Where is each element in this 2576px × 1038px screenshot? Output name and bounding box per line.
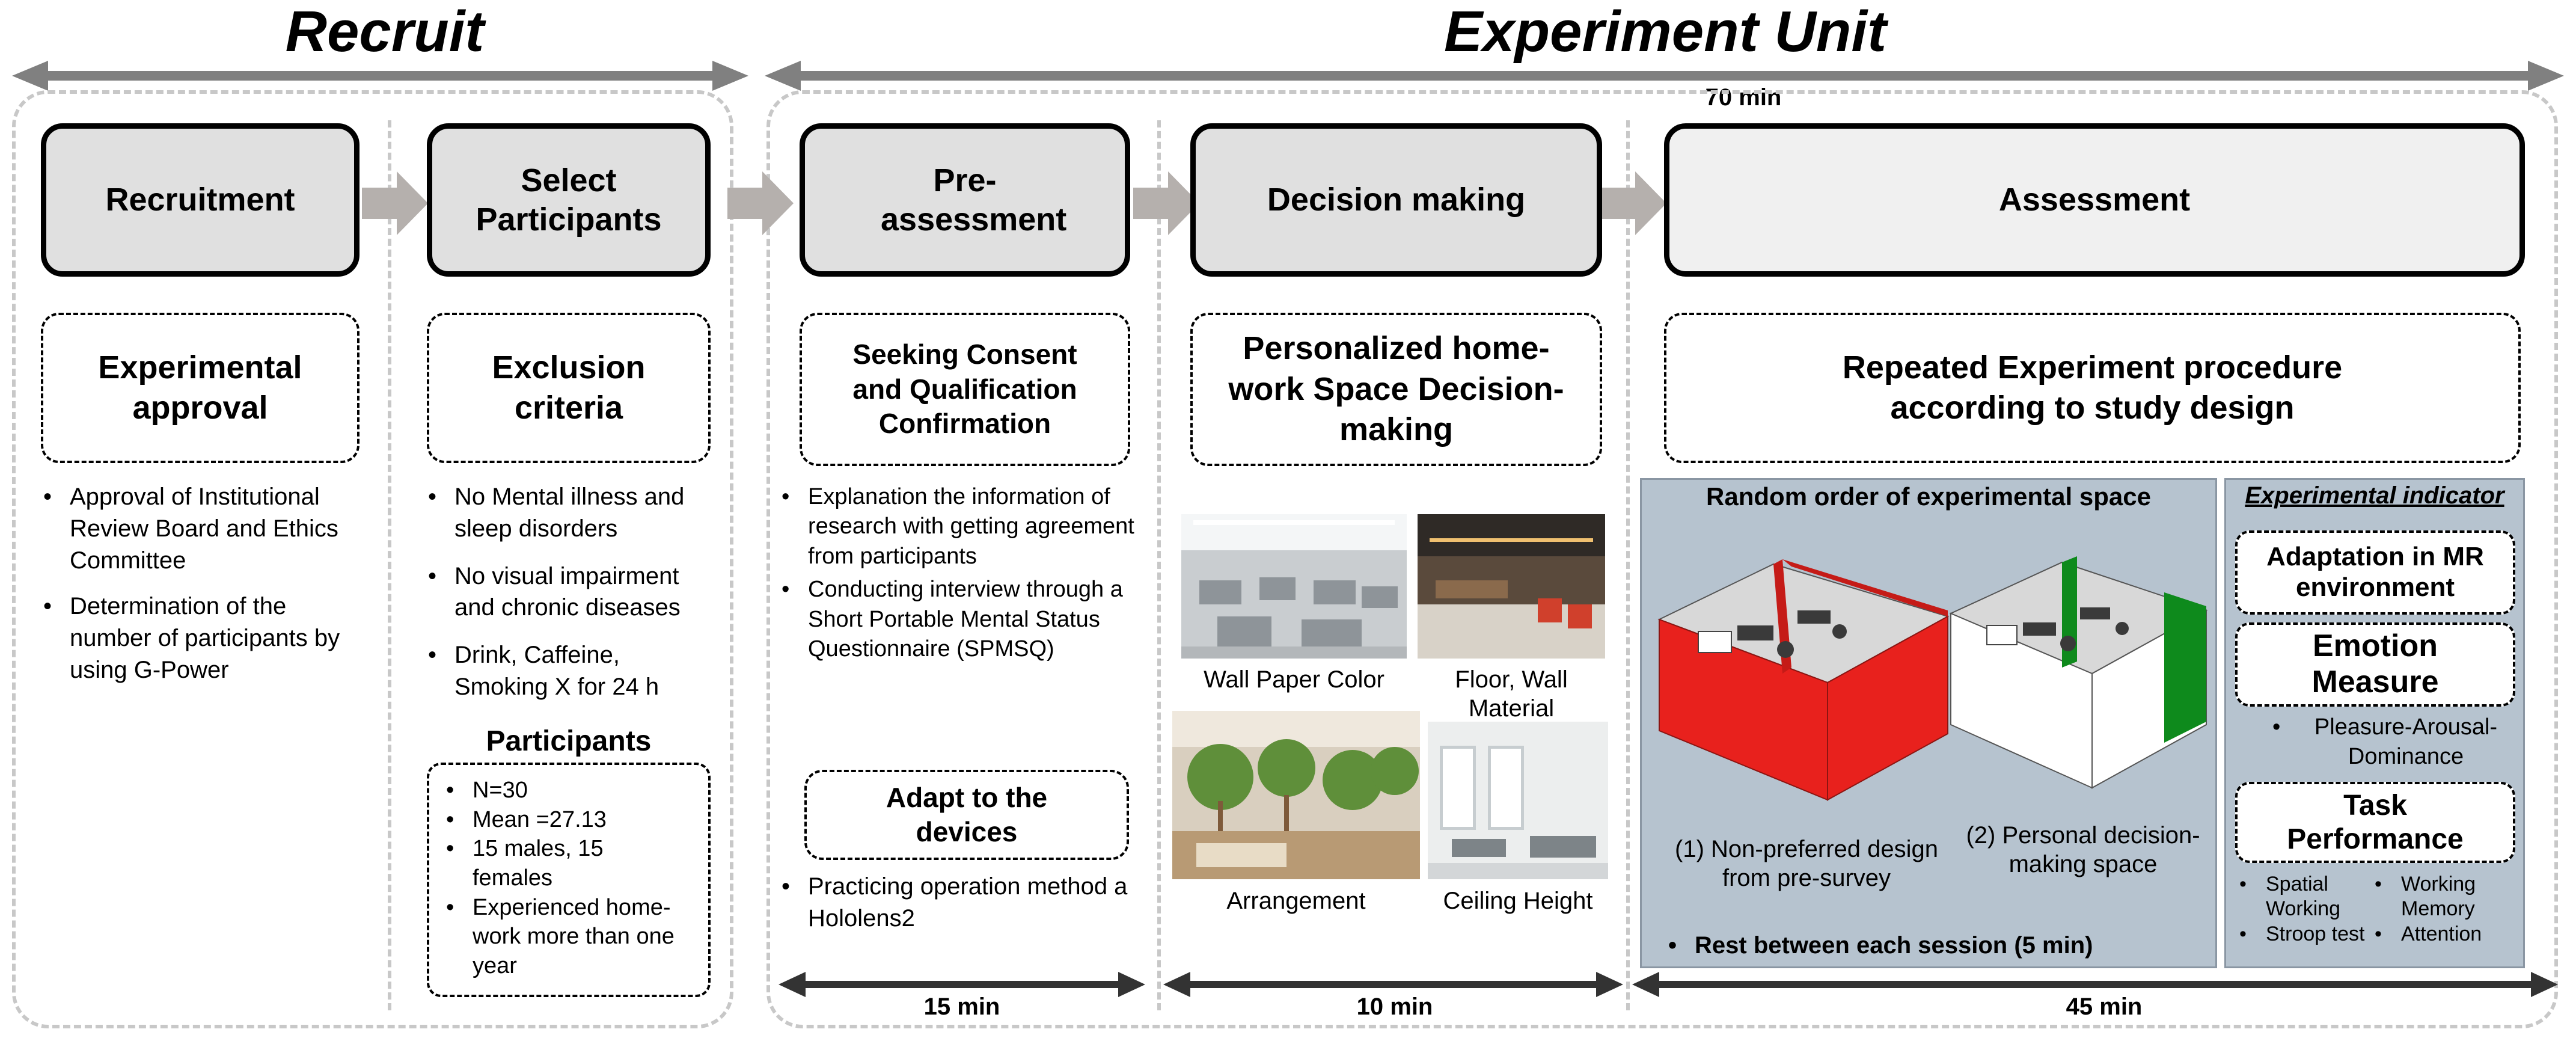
repeated-procedure-box: Repeated Experiment procedure according … — [1664, 313, 2521, 463]
duration-arrows — [779, 972, 2558, 997]
photo-caption: Ceiling Height — [1443, 888, 1593, 914]
rest-note: Rest between each session (5 min) — [1668, 932, 2209, 959]
recruitment-bullet: Approval of Institutional Review Board a… — [43, 481, 356, 576]
stage-recruitment: Recruitment — [41, 123, 359, 277]
stage-assessment: Assessment — [1664, 123, 2525, 277]
recruit-span-arrow — [12, 61, 748, 91]
indicator-title: Experimental indicator — [2245, 482, 2504, 509]
flow-arrow-3 — [1133, 171, 1199, 235]
stage-decision-making: Decision making — [1190, 123, 1602, 277]
pre-assessment-duration: 15 min — [923, 993, 1000, 1020]
office-photo-icon — [1181, 514, 1407, 659]
photo-caption: Floor, Wall Material — [1455, 666, 1568, 722]
room-non-preferred — [1657, 559, 1950, 801]
task-bullet: Attention — [2375, 922, 2519, 947]
participants-item: N=30 — [446, 776, 687, 805]
participants-title: Participants — [486, 725, 652, 757]
consent-box: Seeking Consent and Qualification Confir… — [800, 313, 1130, 466]
stage-pre-assessment-label: Pre-assessment — [881, 162, 1067, 238]
assessment-duration-arrow — [1632, 972, 2558, 997]
section-arrows — [12, 61, 2564, 91]
recruit-region — [12, 90, 733, 1028]
adapt-bullet: Practicing operation method a Hololens2 — [782, 871, 1148, 935]
task-bullets-left: Spatial Working Stroop test — [2239, 872, 2378, 947]
task-bullet: Stroop test — [2239, 922, 2378, 947]
adapt-devices-box: Adapt to the devices — [804, 770, 1129, 860]
room-personal — [1949, 556, 2208, 789]
task-bullet: Working Memory — [2375, 872, 2519, 922]
stage-decision-making-label: Decision making — [1267, 182, 1526, 218]
experimental-approval-box: Experimental approval — [41, 313, 359, 463]
pre-assessment-duration-arrow — [779, 972, 1145, 997]
stage-pre-assessment: Pre-assessment — [800, 123, 1130, 277]
repeated-procedure-text: Repeated Experiment procedure according … — [1842, 349, 2343, 426]
stage-select-label: Select Participants — [476, 162, 662, 238]
adapt-devices-text: Adapt to the devices — [886, 781, 1048, 848]
recruitment-bullet: Determination of the number of participa… — [43, 591, 356, 686]
recruitment-bullets: Approval of Institutional Review Board a… — [43, 481, 356, 686]
assessment-duration: 45 min — [2066, 993, 2143, 1020]
flow-arrow-1 — [362, 171, 428, 235]
total-duration-label: 70 min — [1705, 84, 1782, 111]
photo-caption: Wall Paper Color — [1204, 666, 1384, 693]
experimental-rooms-graphic — [1657, 556, 2208, 801]
exclusion-bullet: No Mental illness and sleep disorders — [428, 481, 711, 545]
exclusion-bullet: Drink, Caffeine, Smoking X for 24 h — [428, 639, 711, 703]
consent-text: Seeking Consent and Qualification Confir… — [852, 339, 1077, 440]
random-order-title: Random order of experimental space — [1706, 482, 2151, 511]
stage-select-participants: Select Participants — [427, 123, 711, 277]
restaurant-photo-icon — [1418, 514, 1605, 659]
adaptation-box: Adaptation in MR environment — [2235, 530, 2515, 615]
participants-list: N=30 Mean =27.13 15 males, 15 females Ex… — [446, 776, 687, 980]
exclusion-bullet: No visual impairment and chronic disease… — [428, 560, 711, 624]
experimental-approval-text: Experimental approval — [98, 349, 302, 426]
stage-assessment-label: Assessment — [1998, 182, 2191, 218]
pre-assessment-bullet: Explanation the information of research … — [782, 482, 1142, 571]
room-caption-non-preferred: (1) Non-preferred design from pre-survey — [1675, 836, 1938, 891]
exclusion-criteria-box: Exclusion criteria — [427, 313, 711, 463]
task-performance-text: Task Performance — [2287, 790, 2464, 855]
flow-arrow-4 — [1600, 171, 1666, 235]
task-bullet: Spatial Working — [2239, 872, 2378, 922]
adaptation-text: Adaptation in MR environment — [2266, 542, 2484, 602]
participants-box: N=30 Mean =27.13 15 males, 15 females Ex… — [427, 763, 711, 997]
room-caption-personal: (2) Personal decision-making space — [1966, 822, 2200, 877]
emotion-text: Emotion Measure — [2311, 628, 2439, 699]
decision-duration-arrow — [1163, 972, 1623, 997]
task-bullets-right: Working Memory Attention — [2375, 872, 2519, 947]
participants-item: Mean =27.13 — [446, 805, 687, 835]
emotion-bullets: Pleasure-Arousal-Dominance — [2272, 713, 2513, 771]
pre-assessment-bullets: Explanation the information of research … — [782, 482, 1142, 664]
experiment-region — [766, 90, 2558, 1028]
emotion-box: Emotion Measure — [2235, 622, 2515, 707]
emotion-bullet: Pleasure-Arousal-Dominance — [2272, 713, 2513, 771]
adapt-bullets: Practicing operation method a Hololens2 — [782, 871, 1148, 935]
decision-duration: 10 min — [1356, 993, 1433, 1020]
exclusion-criteria-text: Exclusion criteria — [492, 349, 646, 426]
photo-caption: Arrangement — [1226, 888, 1366, 914]
rest-note-text: Rest between each session (5 min) — [1668, 932, 2209, 959]
recruit-title: Recruit — [285, 0, 485, 64]
task-performance-box: Task Performance — [2235, 782, 2515, 863]
personalized-space-text: Personalized home-work Space Decision-ma… — [1228, 330, 1564, 448]
pre-decision-separator — [1157, 120, 1161, 1010]
plants-office-photo-icon — [1172, 711, 1420, 879]
pre-assessment-bullet: Conducting interview through a Short Por… — [782, 575, 1142, 664]
participants-item: 15 males, 15 females — [446, 834, 687, 892]
experiment-unit-title: Experiment Unit — [1443, 0, 1887, 64]
decision-assessment-separator — [1626, 120, 1630, 1010]
flow-arrows — [362, 171, 1666, 235]
bright-office-photo-icon — [1428, 722, 1608, 879]
flow-arrow-2 — [727, 171, 794, 235]
personalized-space-box: Personalized home-work Space Decision-ma… — [1190, 313, 1602, 466]
participants-item: Experienced home-work more than one year — [446, 893, 687, 981]
recruit-separator — [388, 120, 391, 1010]
stage-recruitment-label: Recruitment — [105, 182, 295, 218]
exclusion-bullets: No Mental illness and sleep disorders No… — [428, 481, 711, 703]
experiment-span-arrow — [765, 61, 2564, 91]
